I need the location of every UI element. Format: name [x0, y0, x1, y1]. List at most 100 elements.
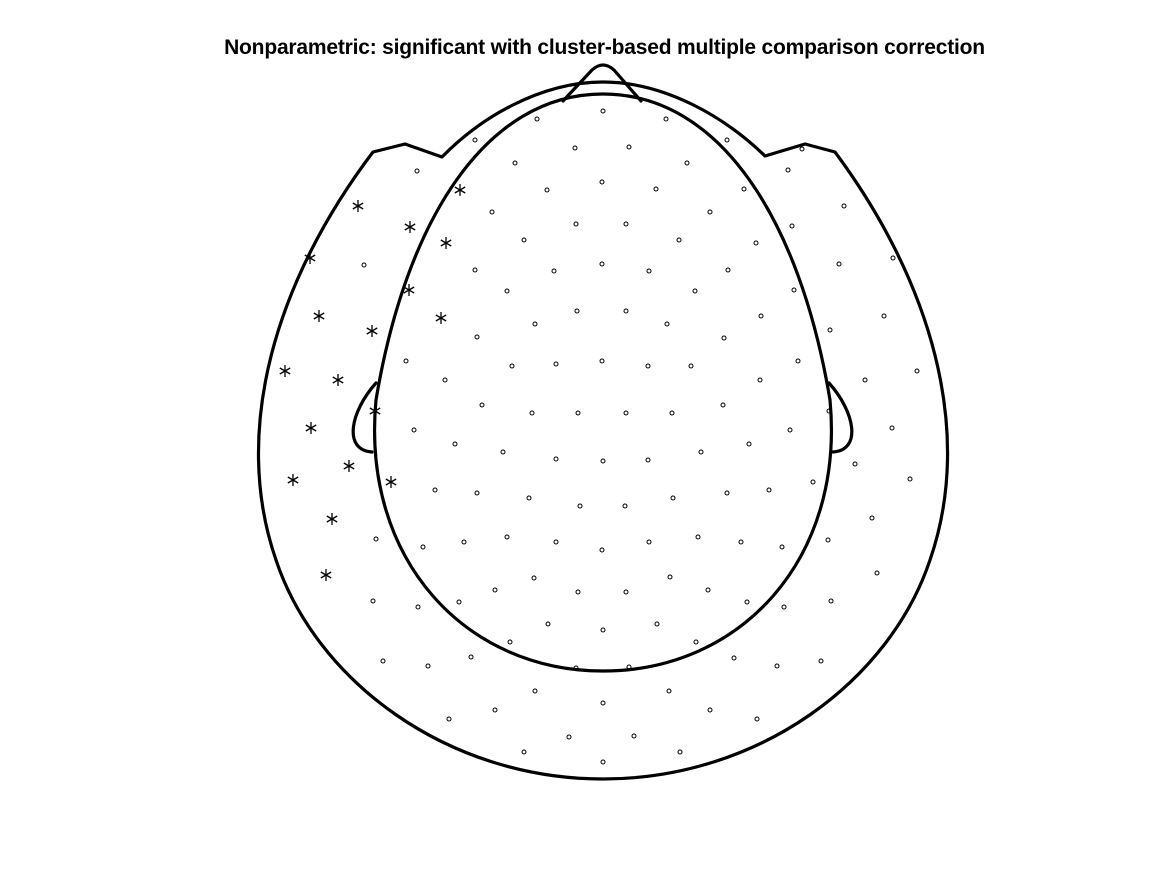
electrode-marker [553, 456, 559, 462]
electrode-marker [420, 544, 426, 550]
significant-electrode-marker [279, 365, 291, 377]
electrode-marker [914, 368, 920, 374]
electrode-marker [744, 599, 750, 605]
significant-electrode-marker [320, 569, 332, 581]
electrode-marker [757, 377, 763, 383]
significant-electrode-marker [435, 312, 447, 324]
electrode-marker [646, 539, 652, 545]
electrode-marker [380, 658, 386, 664]
electrode-marker [779, 544, 785, 550]
electrode-marker [461, 539, 467, 545]
significant-electrode-marker [403, 284, 415, 296]
electrode-marker [529, 410, 535, 416]
electrode-marker [623, 308, 629, 314]
electrode-marker [577, 503, 583, 509]
electrode-marker [795, 358, 801, 364]
electrode-marker [599, 179, 605, 185]
electrode-marker [852, 461, 858, 467]
electrode-marker [415, 604, 421, 610]
electrode-marker [521, 237, 527, 243]
electrode-marker [688, 363, 694, 369]
electrode-marker [889, 425, 895, 431]
nose-outline [561, 63, 643, 103]
electrode-marker [414, 168, 420, 174]
electrode-marker [645, 363, 651, 369]
electrode-marker [731, 655, 737, 661]
electrode-marker [599, 358, 605, 364]
significant-electrode-marker [326, 513, 338, 525]
electrode-marker [600, 627, 606, 633]
electrode-marker [810, 479, 816, 485]
electrode-marker [575, 589, 581, 595]
electrode-marker [622, 503, 628, 509]
electrode-marker [521, 749, 527, 755]
electrode-marker [720, 402, 726, 408]
electrode-marker [766, 487, 772, 493]
electrode-marker [492, 587, 498, 593]
electrode-marker [370, 598, 376, 604]
electrode-marker [504, 534, 510, 540]
electrode-marker [684, 160, 690, 166]
electrode-marker [698, 449, 704, 455]
electrode-marker [574, 308, 580, 314]
significant-electrode-marker [404, 221, 416, 233]
electrode-marker [741, 186, 747, 192]
electrode-marker [626, 664, 632, 670]
electrode-marker [907, 476, 913, 482]
electrode-marker [753, 240, 759, 246]
electrode-marker [825, 537, 831, 543]
electrode-marker [626, 144, 632, 150]
electrode-marker [653, 186, 659, 192]
electrode-marker [663, 116, 669, 122]
electrode-marker [551, 268, 557, 274]
electrode-marker [512, 160, 518, 166]
electrode-marker [836, 261, 842, 267]
electrode-marker [452, 441, 458, 447]
electrode-marker [472, 267, 478, 273]
electrode-marker [746, 441, 752, 447]
electrode-marker [411, 427, 417, 433]
electrode-marker [599, 547, 605, 553]
significant-electrode-marker [287, 474, 299, 486]
electrode-marker [573, 221, 579, 227]
electrode-marker [489, 209, 495, 215]
electrode-marker [553, 539, 559, 545]
electrode-marker [572, 145, 578, 151]
electrode-marker [705, 587, 711, 593]
outer-head-outline [256, 80, 950, 781]
figure-title: Nonparametric: significant with cluster-… [224, 36, 985, 59]
left-ear-outline [351, 381, 378, 454]
electrode-marker [890, 255, 896, 261]
significant-electrode-marker [440, 237, 452, 249]
electrode-marker [403, 358, 409, 364]
electrode-marker [666, 688, 672, 694]
electrode-marker [707, 209, 713, 215]
significant-electrode-marker [304, 252, 316, 264]
electrode-marker [500, 449, 506, 455]
electrode-marker [623, 410, 629, 416]
electrode-marker [677, 749, 683, 755]
electrode-marker [664, 321, 670, 327]
electrode-marker [575, 410, 581, 416]
electrode-marker [623, 589, 629, 595]
significant-electrode-marker [385, 476, 397, 488]
electrode-marker [600, 700, 606, 706]
electrode-marker [645, 457, 651, 463]
electrode-marker [818, 658, 824, 664]
electrode-marker [646, 268, 652, 274]
electrode-marker [693, 639, 699, 645]
electrode-marker [544, 187, 550, 193]
significant-electrode-marker [313, 310, 325, 322]
electrode-marker [758, 313, 764, 319]
significant-electrode-marker [369, 405, 381, 417]
electrode-marker [504, 288, 510, 294]
electrode-marker [566, 734, 572, 740]
electrode-marker [373, 536, 379, 542]
significant-electrode-marker [366, 325, 378, 337]
electrode-marker [785, 167, 791, 173]
electrode-marker [799, 146, 805, 152]
electrode-marker [446, 716, 452, 722]
electrode-marker [573, 665, 579, 671]
electrode-marker [724, 490, 730, 496]
electrode-marker [791, 287, 797, 293]
